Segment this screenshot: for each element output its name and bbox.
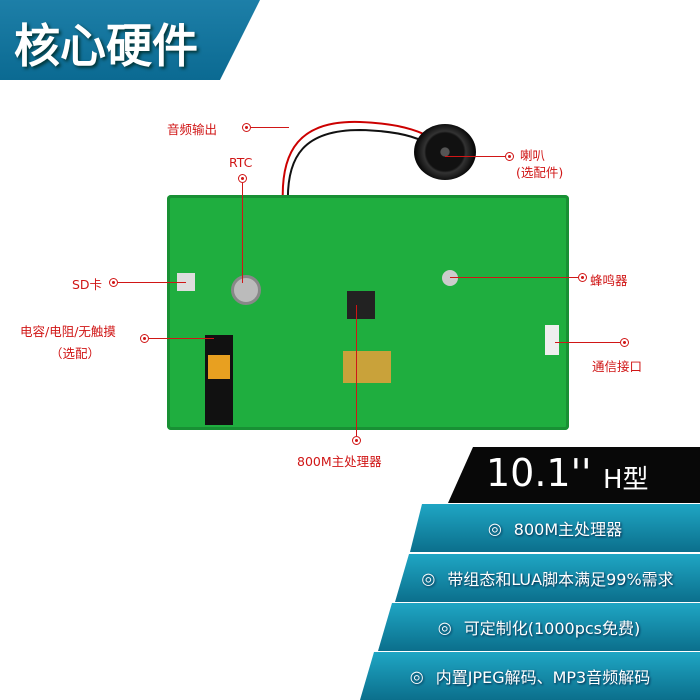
feature-row: ◎ 带组态和LUA脚本满足99%需求: [395, 554, 700, 602]
callout-sd: SD卡: [72, 277, 103, 292]
feature-row: ◎ 800M主处理器: [410, 504, 700, 552]
callout-dot: [578, 273, 587, 282]
feature-text: 800M主处理器: [513, 520, 623, 539]
callout-dot: [140, 334, 149, 343]
callout-audio-out: 音频输出: [167, 122, 218, 137]
callout-dot: [109, 278, 118, 287]
callout-cap: 电容/电阻/无触摸: [20, 324, 116, 339]
flex-connector: [343, 351, 391, 383]
cpu-chip: [347, 291, 375, 319]
callout-cap-note: （选配）: [50, 346, 101, 361]
callout-buzzer: 蜂鸣器: [590, 273, 628, 288]
bullet-circle-icon: ◎: [409, 666, 424, 686]
sd-slot: [177, 273, 195, 291]
model-type: H型: [603, 465, 649, 495]
callout-dot: [242, 123, 251, 132]
section-header: 核心硬件: [0, 0, 260, 80]
callout-speaker-note: (选配件): [516, 165, 564, 180]
bullet-circle-icon: ◎: [437, 617, 452, 637]
feature-text: 带组态和LUA脚本满足99%需求: [447, 570, 674, 589]
buzzer: [442, 270, 458, 286]
callout-dot: [352, 436, 361, 445]
feature-text: 可定制化(1000pcs免费): [463, 619, 641, 638]
feature-row: ◎ 可定制化(1000pcs免费): [378, 603, 700, 651]
model-size: 10.1'': [486, 451, 592, 495]
callout-comm: 通信接口: [592, 359, 643, 374]
callout-dot: [505, 152, 514, 161]
pcb-board: [167, 195, 569, 430]
callout-dot: [238, 174, 247, 183]
speaker-image: [414, 124, 476, 180]
feature-text: 内置JPEG解码、MP3音频解码: [435, 668, 651, 687]
callout-cpu: 800M主处理器: [297, 454, 382, 469]
rtc-battery: [231, 275, 261, 305]
callout-speaker: 喇叭: [520, 148, 546, 163]
touch-flex: [205, 335, 233, 425]
callout-dot: [620, 338, 629, 347]
bullet-circle-icon: ◎: [421, 568, 436, 588]
comm-connector: [545, 325, 559, 355]
bullet-circle-icon: ◎: [487, 518, 502, 538]
feature-row: ◎ 内置JPEG解码、MP3音频解码: [360, 652, 700, 700]
model-banner: 10.1'' H型: [448, 447, 700, 503]
callout-rtc: RTC: [229, 155, 253, 170]
section-title: 核心硬件: [14, 19, 198, 73]
